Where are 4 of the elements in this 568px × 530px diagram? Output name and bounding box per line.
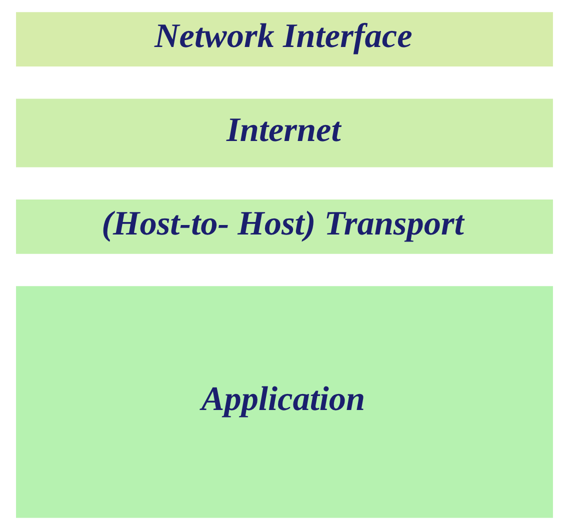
node-box: (Host-to- Host) Transport [16,200,552,254]
node-box: Internet [16,98,552,168]
node-box: Application [16,286,552,518]
node-box: Network Interface [16,12,552,67]
